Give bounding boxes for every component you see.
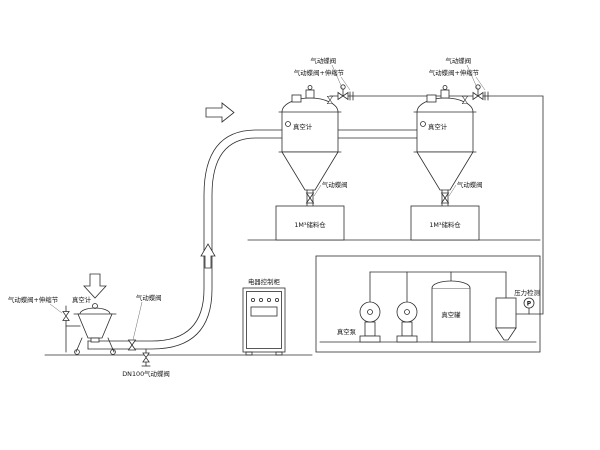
vacuum-pump-icon: [396, 301, 418, 323]
cabinet-body: [242, 287, 286, 353]
dome-fitting: [426, 94, 437, 103]
up-arrow-icon: [200, 243, 216, 269]
riser-valve-icon: [327, 95, 333, 105]
feeder-inlet-valve-icon: [62, 311, 70, 321]
drain-valve-label: DN100气动蝶阀: [122, 369, 169, 378]
pipe-wall-outer: [87, 137, 283, 350]
vacuum-tank-label: 真空罐: [441, 310, 461, 319]
pressure-gauge-letter: P: [527, 301, 532, 308]
pump-stand: [364, 321, 376, 337]
lid-dome: [79, 307, 111, 315]
cabinet-foot: [275, 351, 283, 356]
vacuum-pump-label: 真空泵: [337, 327, 357, 336]
pump-base: [396, 335, 418, 343]
cabinet-foot: [245, 351, 253, 356]
pressure-label: 压力检测: [514, 288, 540, 297]
room-outline: [315, 255, 541, 353]
pump-base: [359, 335, 381, 343]
material-conveying-pipe: [87, 129, 418, 350]
discharge-valve-icon: [306, 192, 314, 204]
feeder-outlet-valve-icon: [128, 339, 136, 351]
vessel-cone: [281, 151, 339, 191]
discharge-valve-label: 气动蝶阀: [457, 180, 483, 189]
top-vent-icon: [442, 85, 448, 90]
cabinet-label: 电器控制柜: [248, 277, 281, 286]
vacuum-pump-icon: [359, 301, 381, 323]
pump-hub-icon: [367, 309, 373, 315]
indicator-light-icon: [274, 297, 279, 302]
inlet-valve-label: 气动蝶阀: [310, 56, 336, 65]
vacuum-gauge-icon: [420, 121, 426, 127]
drain-valve-icon: [142, 352, 150, 363]
cabinet-door: [246, 291, 282, 349]
pressure-gauge-icon: [523, 297, 535, 309]
right-arrow-icon: [205, 102, 235, 123]
wheel-icon: [110, 349, 116, 355]
cabinet-display: [250, 306, 278, 317]
feeder-outlet-valve-label: 气动蝶阀: [136, 293, 162, 302]
feeder-inlet-ext-label: 气动蝶阀+伸缩节: [8, 295, 59, 304]
inlet-valve-label: 气动蝶阀: [445, 56, 471, 65]
pipe-wall-inner: [87, 129, 283, 342]
vessel-body: [281, 97, 339, 153]
discharge-valve-label: 气动蝶阀: [322, 180, 348, 189]
indicator-light-icon: [266, 297, 271, 302]
down-arrow-icon: [83, 273, 107, 299]
vacuum-gauge-icon: [285, 121, 291, 127]
feeder-gauge-label: 真空计: [72, 295, 92, 304]
feeder-station: 气动蝶阀+伸缩节 真空计 气动蝶阀 DN100气动蝶阀: [8, 293, 170, 378]
leader-line: [466, 64, 479, 91]
vessel-cone: [416, 151, 474, 191]
feeder-hopper: [77, 313, 113, 339]
gauge-label: 真空计: [428, 122, 448, 131]
indicator-light-icon: [258, 297, 263, 302]
leader-line: [313, 184, 322, 197]
receiver-1: 气动蝶阀 气动蝶阀+伸缩节 真空计 气动蝶阀 1M³储料仓: [275, 56, 354, 241]
top-cap: [305, 89, 315, 99]
inlet-ext-label: 气动蝶阀+伸缩节: [294, 68, 345, 77]
discharge-valve-icon: [441, 192, 449, 204]
gauge-label: 真空计: [293, 122, 313, 131]
indicator-light-icon: [250, 297, 255, 302]
receiver-2: 气动蝶阀 气动蝶阀+伸缩节 真空计 气动蝶阀 1M³储料仓: [410, 56, 489, 241]
top-vent-icon: [307, 85, 313, 90]
inlet-ext-label: 气动蝶阀+伸缩节: [429, 68, 480, 77]
filter-cone: [495, 327, 517, 341]
top-cap: [440, 89, 450, 99]
silo-label: 1M³储料仓: [429, 220, 461, 229]
storage-silo: [275, 205, 345, 241]
leader-line: [475, 76, 486, 91]
leader-line: [331, 64, 344, 91]
storage-silo: [410, 205, 480, 241]
flow-arrows: [83, 102, 235, 299]
hopper-outlet: [90, 337, 100, 343]
vacuum-pump-room: P 真空泵 真空罐 压力检测: [315, 255, 541, 353]
feeder-gauge-icon: [92, 303, 98, 309]
control-cabinet: 电器控制柜: [242, 277, 286, 356]
wheel-icon: [74, 349, 80, 355]
header-valve-icon: [337, 84, 349, 100]
silo-label: 1M³储料仓: [294, 220, 326, 229]
header-valve-icon: [472, 84, 484, 100]
vacuum-header-pipe: [329, 95, 544, 315]
pump-stand: [401, 321, 413, 337]
dome-fitting: [291, 94, 302, 103]
riser-valve-icon: [462, 95, 468, 105]
leader-line: [448, 184, 457, 197]
vessel-body: [416, 97, 474, 153]
filter-body: [495, 297, 517, 329]
pump-hub-icon: [404, 309, 410, 315]
tank-dome: [431, 280, 471, 289]
leader-line: [49, 303, 63, 314]
leader-line: [340, 76, 351, 91]
leader-line: [132, 301, 143, 341]
